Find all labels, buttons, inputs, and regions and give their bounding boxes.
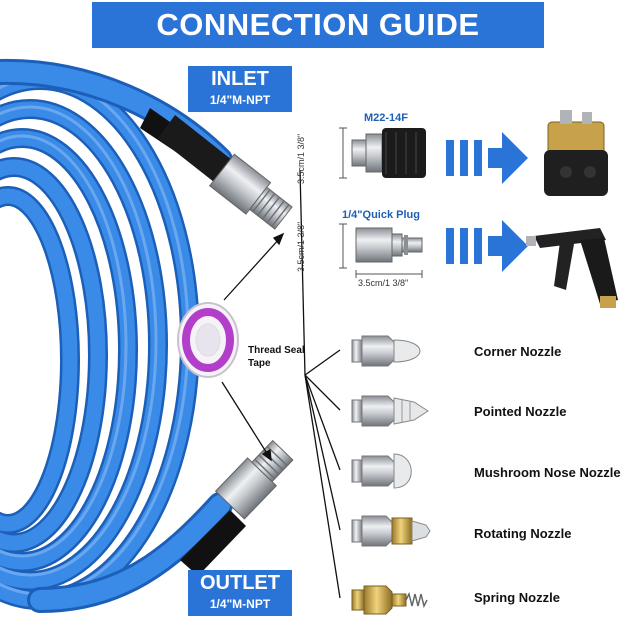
outlet-spec: 1/4"M-NPT bbox=[209, 597, 271, 611]
rotating-nozzle-label: Rotating Nozzle bbox=[474, 526, 572, 541]
quick-plug-fitting-image bbox=[355, 227, 423, 263]
thread-seal-tape-image bbox=[177, 302, 239, 378]
pointed-nozzle-label: Pointed Nozzle bbox=[474, 404, 567, 419]
inlet-title: INLET bbox=[211, 68, 269, 90]
quick-plug-label: 1/4"Quick Plug bbox=[342, 209, 420, 221]
inlet-spec: 1/4"M-NPT bbox=[209, 93, 271, 107]
plug-width-dimension: 3.5cm/1 3/8" bbox=[358, 278, 409, 288]
arrow-to-pump bbox=[446, 132, 528, 184]
dimension-lines-top bbox=[339, 127, 347, 179]
m22-height-dimension: 3.5cm/1 3/8" bbox=[296, 133, 306, 184]
mushroom-nose-nozzle-label: Mushroom Nose Nozzle bbox=[474, 465, 621, 480]
pointer-lines bbox=[221, 169, 341, 599]
m22-14f-label: M22-14F bbox=[364, 112, 409, 124]
m22-14f-fitting-image bbox=[351, 128, 426, 178]
spring-nozzle-label: Spring Nozzle bbox=[474, 590, 560, 605]
pointed-nozzle-image bbox=[351, 395, 429, 427]
inlet-tag: INLET 1/4"M-NPT bbox=[188, 66, 292, 112]
inlet-fitting-image bbox=[140, 108, 293, 230]
arrow-to-gun bbox=[446, 220, 528, 272]
page-title: CONNECTION GUIDE bbox=[92, 2, 544, 48]
outlet-tag: OUTLET 1/4"M-NPT bbox=[188, 570, 292, 616]
outlet-title: OUTLET bbox=[200, 572, 280, 594]
thread-seal-tape-label: Thread Seal Tape bbox=[248, 345, 305, 369]
mushroom-nose-nozzle-image bbox=[351, 453, 412, 489]
dimension-lines-plug bbox=[339, 223, 423, 278]
pressure-pump-image bbox=[544, 110, 608, 196]
corner-nozzle-label: Corner Nozzle bbox=[474, 344, 562, 359]
outlet-fitting-image bbox=[180, 439, 294, 576]
corner-nozzle-image bbox=[351, 335, 421, 367]
spring-nozzle-image bbox=[351, 585, 428, 615]
plug-height-dimension: 3.5cm/1 3/8" bbox=[296, 221, 306, 272]
spray-gun-image bbox=[526, 228, 618, 308]
rotating-nozzle-image bbox=[351, 515, 431, 547]
